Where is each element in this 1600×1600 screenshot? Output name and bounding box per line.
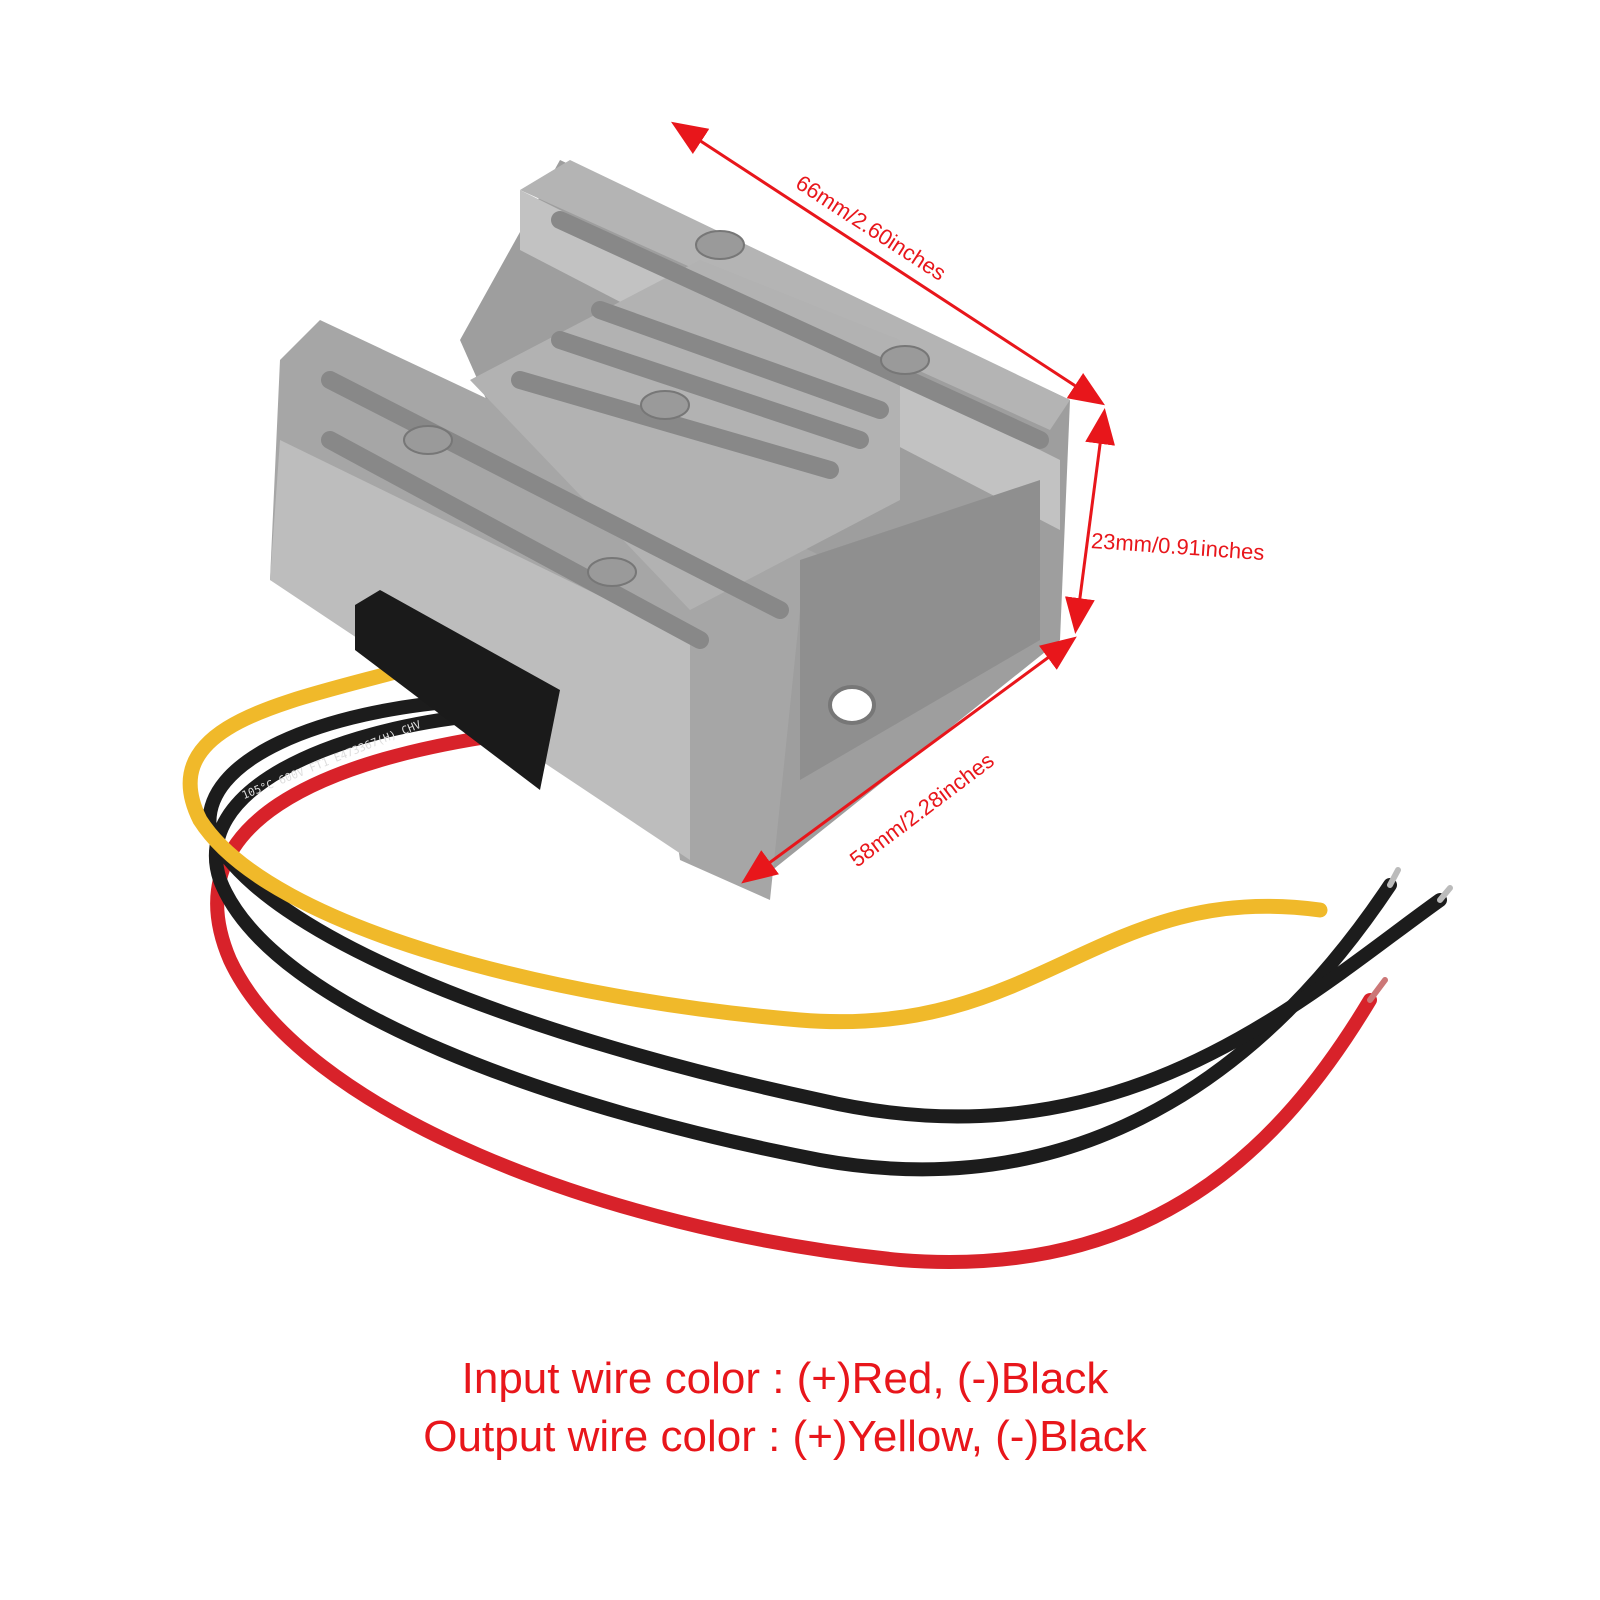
wire-yellow — [182, 657, 1328, 1030]
input-wire-color: Input wire color : (+)Red, (-)Black — [461, 1354, 1109, 1403]
length-arrow — [670, 121, 1106, 406]
wire-grommet — [355, 590, 560, 790]
wire-black-2 — [202, 693, 1447, 1124]
wire-red — [210, 728, 1377, 1269]
wire-color-caption: Input wire color : (+)Red, (-)Black Outp… — [0, 1350, 1570, 1466]
wires — [182, 657, 1453, 1269]
output-wire-color: Output wire color : (+)Yellow, (-)Black — [423, 1412, 1147, 1461]
wire-black-1 — [208, 708, 1397, 1177]
width-arrow — [741, 636, 1077, 884]
height-arrow — [1065, 408, 1115, 634]
dimension-arrows — [670, 121, 1115, 884]
mounting-hole — [828, 685, 876, 725]
